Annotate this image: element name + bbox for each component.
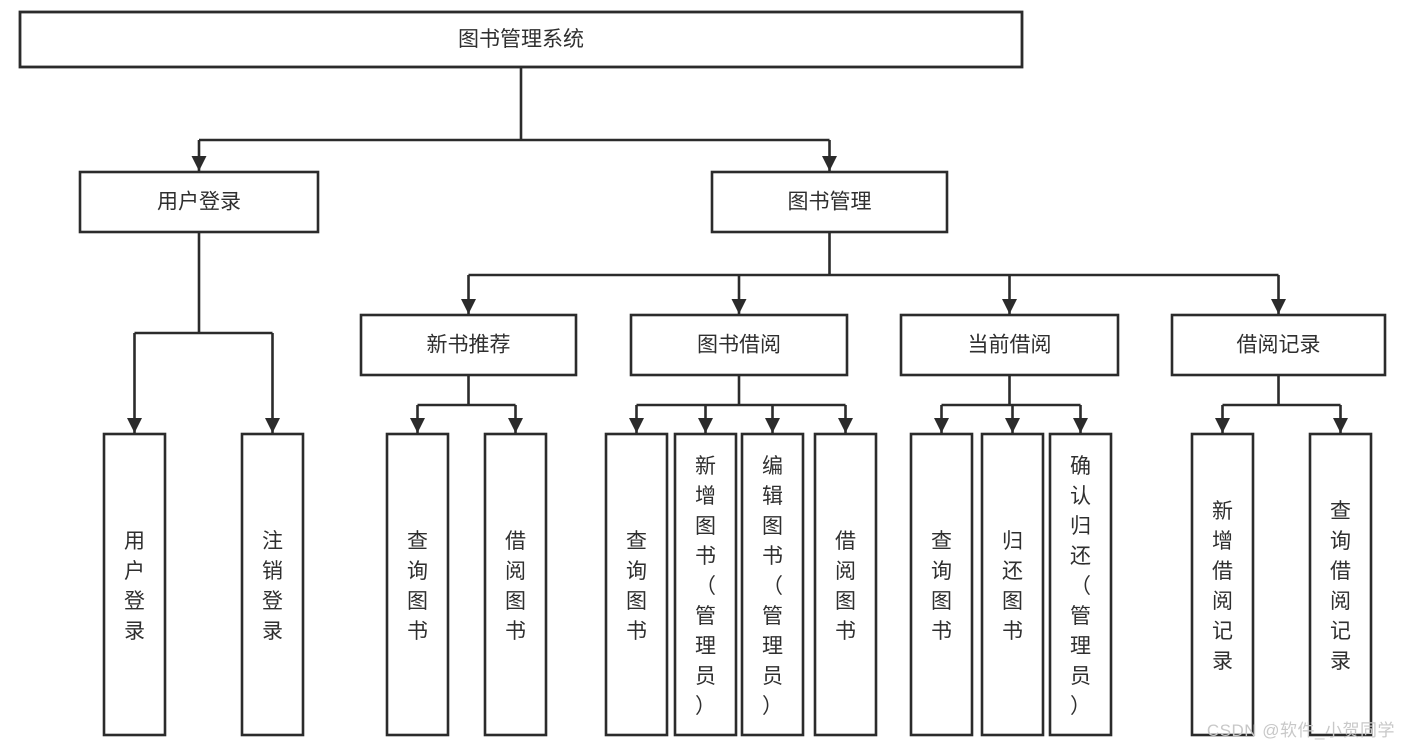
node-label: 新增借阅记录 xyxy=(1212,500,1233,673)
node-label: 注销登录 xyxy=(262,530,283,643)
node-借阅图书[interactable]: 借阅图书 xyxy=(483,432,548,737)
node-label: 用户登录 xyxy=(157,191,241,214)
connector-arrowhead xyxy=(1073,418,1088,433)
node-box xyxy=(78,170,320,234)
node-box xyxy=(673,432,738,737)
node-注销登录[interactable]: 注销登录 xyxy=(240,432,305,737)
connector-arrowhead xyxy=(838,418,853,433)
connector-arrowhead xyxy=(191,156,207,171)
connector-arrowhead xyxy=(698,418,713,433)
connector-arrowhead xyxy=(508,418,523,433)
node-label: 借阅记录 xyxy=(1237,334,1321,357)
node-box xyxy=(1048,432,1113,737)
node-label: 图书管理系统 xyxy=(458,28,584,51)
node-box xyxy=(980,432,1045,737)
node-借阅记录[interactable]: 借阅记录 xyxy=(1170,313,1387,377)
connector-arrowhead xyxy=(1333,418,1348,433)
node-box xyxy=(629,313,849,377)
node-label: 图书借阅 xyxy=(697,334,781,357)
node-box xyxy=(483,432,548,737)
node-label: 借阅图书 xyxy=(505,530,526,643)
node-box xyxy=(740,432,805,737)
connector-group-图书借阅 xyxy=(629,375,853,433)
connector-arrowhead xyxy=(1005,418,1020,433)
connector-arrowhead xyxy=(1002,299,1017,314)
node-label: 查询借阅记录 xyxy=(1330,500,1351,673)
node-label: 新书推荐 xyxy=(427,334,511,357)
node-编辑图书管理员[interactable]: 编辑图书（管理员） xyxy=(740,432,805,737)
connector-arrowhead xyxy=(1271,299,1286,314)
connector-arrowhead xyxy=(629,418,644,433)
node-label: 查询图书 xyxy=(407,530,428,643)
connector-arrowhead xyxy=(127,418,142,433)
connector-arrowhead xyxy=(822,156,837,171)
node-新书推荐[interactable]: 新书推荐 xyxy=(359,313,578,377)
connector-arrowhead xyxy=(1215,418,1230,433)
node-label: 借阅图书 xyxy=(835,530,856,643)
node-确认归还管理员[interactable]: 确认归还（管理员） xyxy=(1048,432,1113,737)
node-用户登录[interactable]: 用户登录 xyxy=(102,432,167,737)
node-box xyxy=(710,170,949,234)
node-当前借阅[interactable]: 当前借阅 xyxy=(899,313,1120,377)
node-box xyxy=(1170,313,1387,377)
node-box xyxy=(604,432,669,737)
node-查询图书[interactable]: 查询图书 xyxy=(909,432,974,737)
connector-group-图书管理 xyxy=(461,232,1286,314)
connector-arrowhead xyxy=(410,418,425,433)
node-查询借阅记录[interactable]: 查询借阅记录 xyxy=(1308,432,1373,737)
node-box xyxy=(18,10,1024,69)
node-box xyxy=(240,432,305,737)
node-box xyxy=(813,432,878,737)
node-图书借阅[interactable]: 图书借阅 xyxy=(629,313,849,377)
node-box xyxy=(359,313,578,377)
node-label: 确认归还（管理员） xyxy=(1070,455,1091,718)
node-box xyxy=(909,432,974,737)
node-查询图书[interactable]: 查询图书 xyxy=(604,432,669,737)
node-box xyxy=(102,432,167,737)
node-label: 用户登录 xyxy=(124,530,145,643)
connector-group-用户登录 xyxy=(127,232,280,433)
node-label: 当前借阅 xyxy=(968,334,1052,357)
connector-arrowhead xyxy=(461,299,476,314)
connector-layer xyxy=(127,67,1348,433)
node-label: 图书管理 xyxy=(788,191,872,214)
node-label: 查询图书 xyxy=(931,530,952,643)
node-图书管理系统[interactable]: 图书管理系统 xyxy=(18,10,1024,69)
node-label: 归还图书 xyxy=(1002,530,1023,643)
node-借阅图书[interactable]: 借阅图书 xyxy=(813,432,878,737)
watermark-label: CSDN @软件_小贺同学 xyxy=(1206,721,1395,740)
connector-group-借阅记录 xyxy=(1215,375,1348,433)
connector-arrowhead xyxy=(934,418,949,433)
node-新增借阅记录[interactable]: 新增借阅记录 xyxy=(1190,432,1255,737)
node-图书管理[interactable]: 图书管理 xyxy=(710,170,949,234)
node-label: 新增图书（管理员） xyxy=(695,455,716,718)
node-box xyxy=(1190,432,1255,737)
node-label: 编辑图书（管理员） xyxy=(762,455,783,718)
connector-arrowhead xyxy=(765,418,780,433)
connector-arrowhead xyxy=(265,418,280,433)
node-layer: 图书管理系统用户登录图书管理新书推荐图书借阅当前借阅借阅记录用户登录注销登录查询… xyxy=(18,10,1387,737)
node-box xyxy=(899,313,1120,377)
connector-group-当前借阅 xyxy=(934,375,1088,433)
connector-group-新书推荐 xyxy=(410,375,523,433)
node-新增图书管理员[interactable]: 新增图书（管理员） xyxy=(673,432,738,737)
node-box xyxy=(385,432,450,737)
connector-group-图书管理系统 xyxy=(191,67,837,171)
node-查询图书[interactable]: 查询图书 xyxy=(385,432,450,737)
node-归还图书[interactable]: 归还图书 xyxy=(980,432,1045,737)
node-label: 查询图书 xyxy=(626,530,647,643)
node-box xyxy=(1308,432,1373,737)
node-用户登录[interactable]: 用户登录 xyxy=(78,170,320,234)
connector-arrowhead xyxy=(731,299,747,314)
